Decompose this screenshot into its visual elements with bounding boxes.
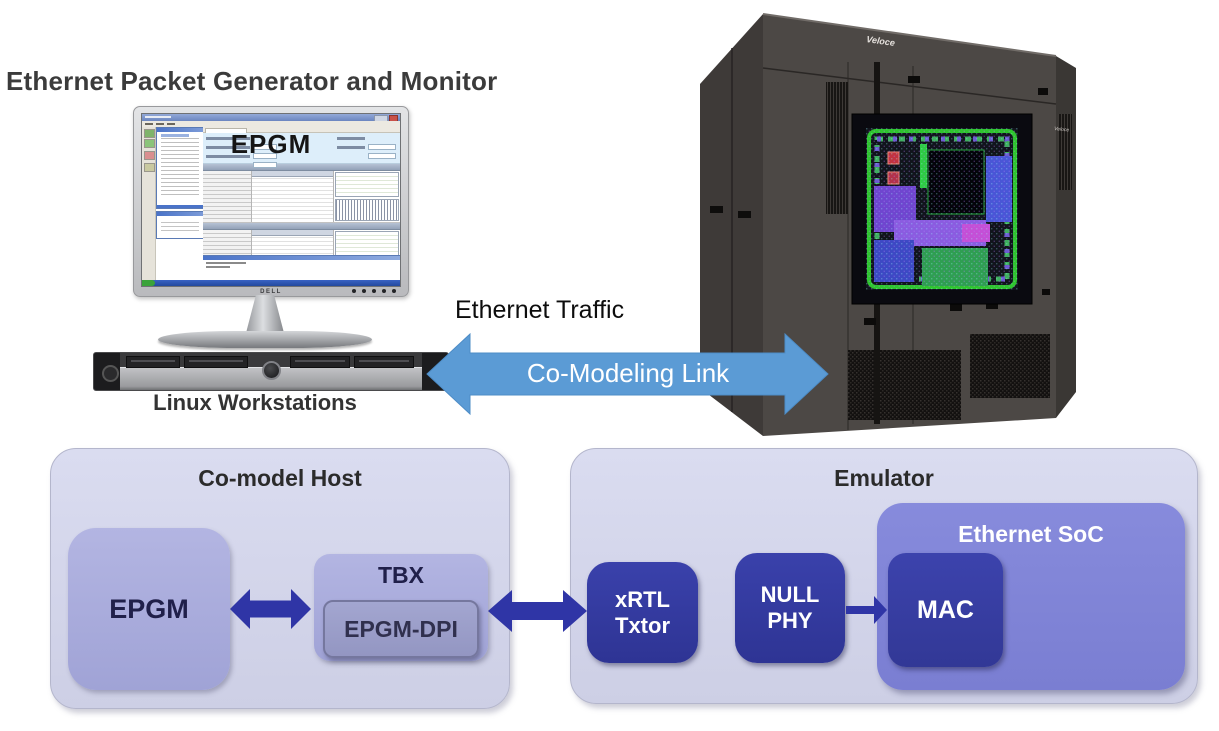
comodel-host-container: Co-model Host EPGM TBX EPGM-DPI <box>50 448 510 709</box>
tbx-label: TBX <box>378 562 424 588</box>
monitor: EPGM DELL <box>133 106 409 297</box>
app-toolbar <box>142 127 156 286</box>
monitor-brand-logo: DELL <box>260 289 282 295</box>
chip-die-image <box>851 113 1033 305</box>
monitor-screen: EPGM <box>141 113 401 287</box>
app-table-1 <box>203 171 400 223</box>
phy-label-line1: NULL <box>760 582 820 607</box>
app-log-panel <box>203 255 400 280</box>
ethernet-soc-label: Ethernet SoC <box>958 521 1104 547</box>
app-tree-panel <box>156 127 204 209</box>
phy-label-line2: PHY <box>767 608 813 633</box>
monitor-base <box>158 331 372 348</box>
app-taskbar <box>142 280 400 286</box>
ethernet-traffic-label: Ethernet Traffic <box>455 296 625 324</box>
comodel-host-title: Co-model Host <box>198 465 362 491</box>
monitor-buttons[interactable] <box>352 289 396 293</box>
epgm-dpi-box: EPGM-DPI <box>323 600 479 658</box>
arrow-phy-mac <box>846 596 887 624</box>
workstation-title: Ethernet Packet Generator and Monitor <box>6 66 498 96</box>
dell-badge-icon <box>262 361 281 380</box>
server-latch-icon <box>102 365 119 382</box>
co-modeling-link-label: Co-Modeling Link <box>526 358 730 388</box>
veloce-logo: Veloce <box>866 34 896 48</box>
xrtl-txtor-box: xRTL Txtor <box>587 562 698 663</box>
epgm-box: EPGM <box>68 528 230 690</box>
tbx-box: TBX EPGM-DPI <box>314 554 488 661</box>
ethernet-soc-box: Ethernet SoC MAC <box>877 503 1185 690</box>
screen-epgm-title: EPGM <box>230 129 312 159</box>
app-titlebar <box>142 114 400 122</box>
app-options-panel <box>156 211 204 239</box>
null-phy-box: NULL PHY <box>735 553 845 663</box>
arrow-epgm-tbx <box>230 589 311 629</box>
veloce-logo-small: Veloce <box>1054 126 1070 134</box>
app-tabs <box>203 127 400 133</box>
emulator-title: Emulator <box>834 465 934 491</box>
co-modeling-arrow <box>426 332 829 416</box>
app-form <box>203 133 400 168</box>
arrow-tbx-xrtl <box>488 590 587 632</box>
rack-server <box>93 352 449 391</box>
xrtl-label-line2: Txtor <box>615 612 670 638</box>
monitor-stand <box>246 295 284 333</box>
mac-box: MAC <box>888 553 1003 667</box>
workstation-caption: Linux Workstations <box>153 390 357 415</box>
xrtl-label-line1: xRTL <box>615 586 670 612</box>
